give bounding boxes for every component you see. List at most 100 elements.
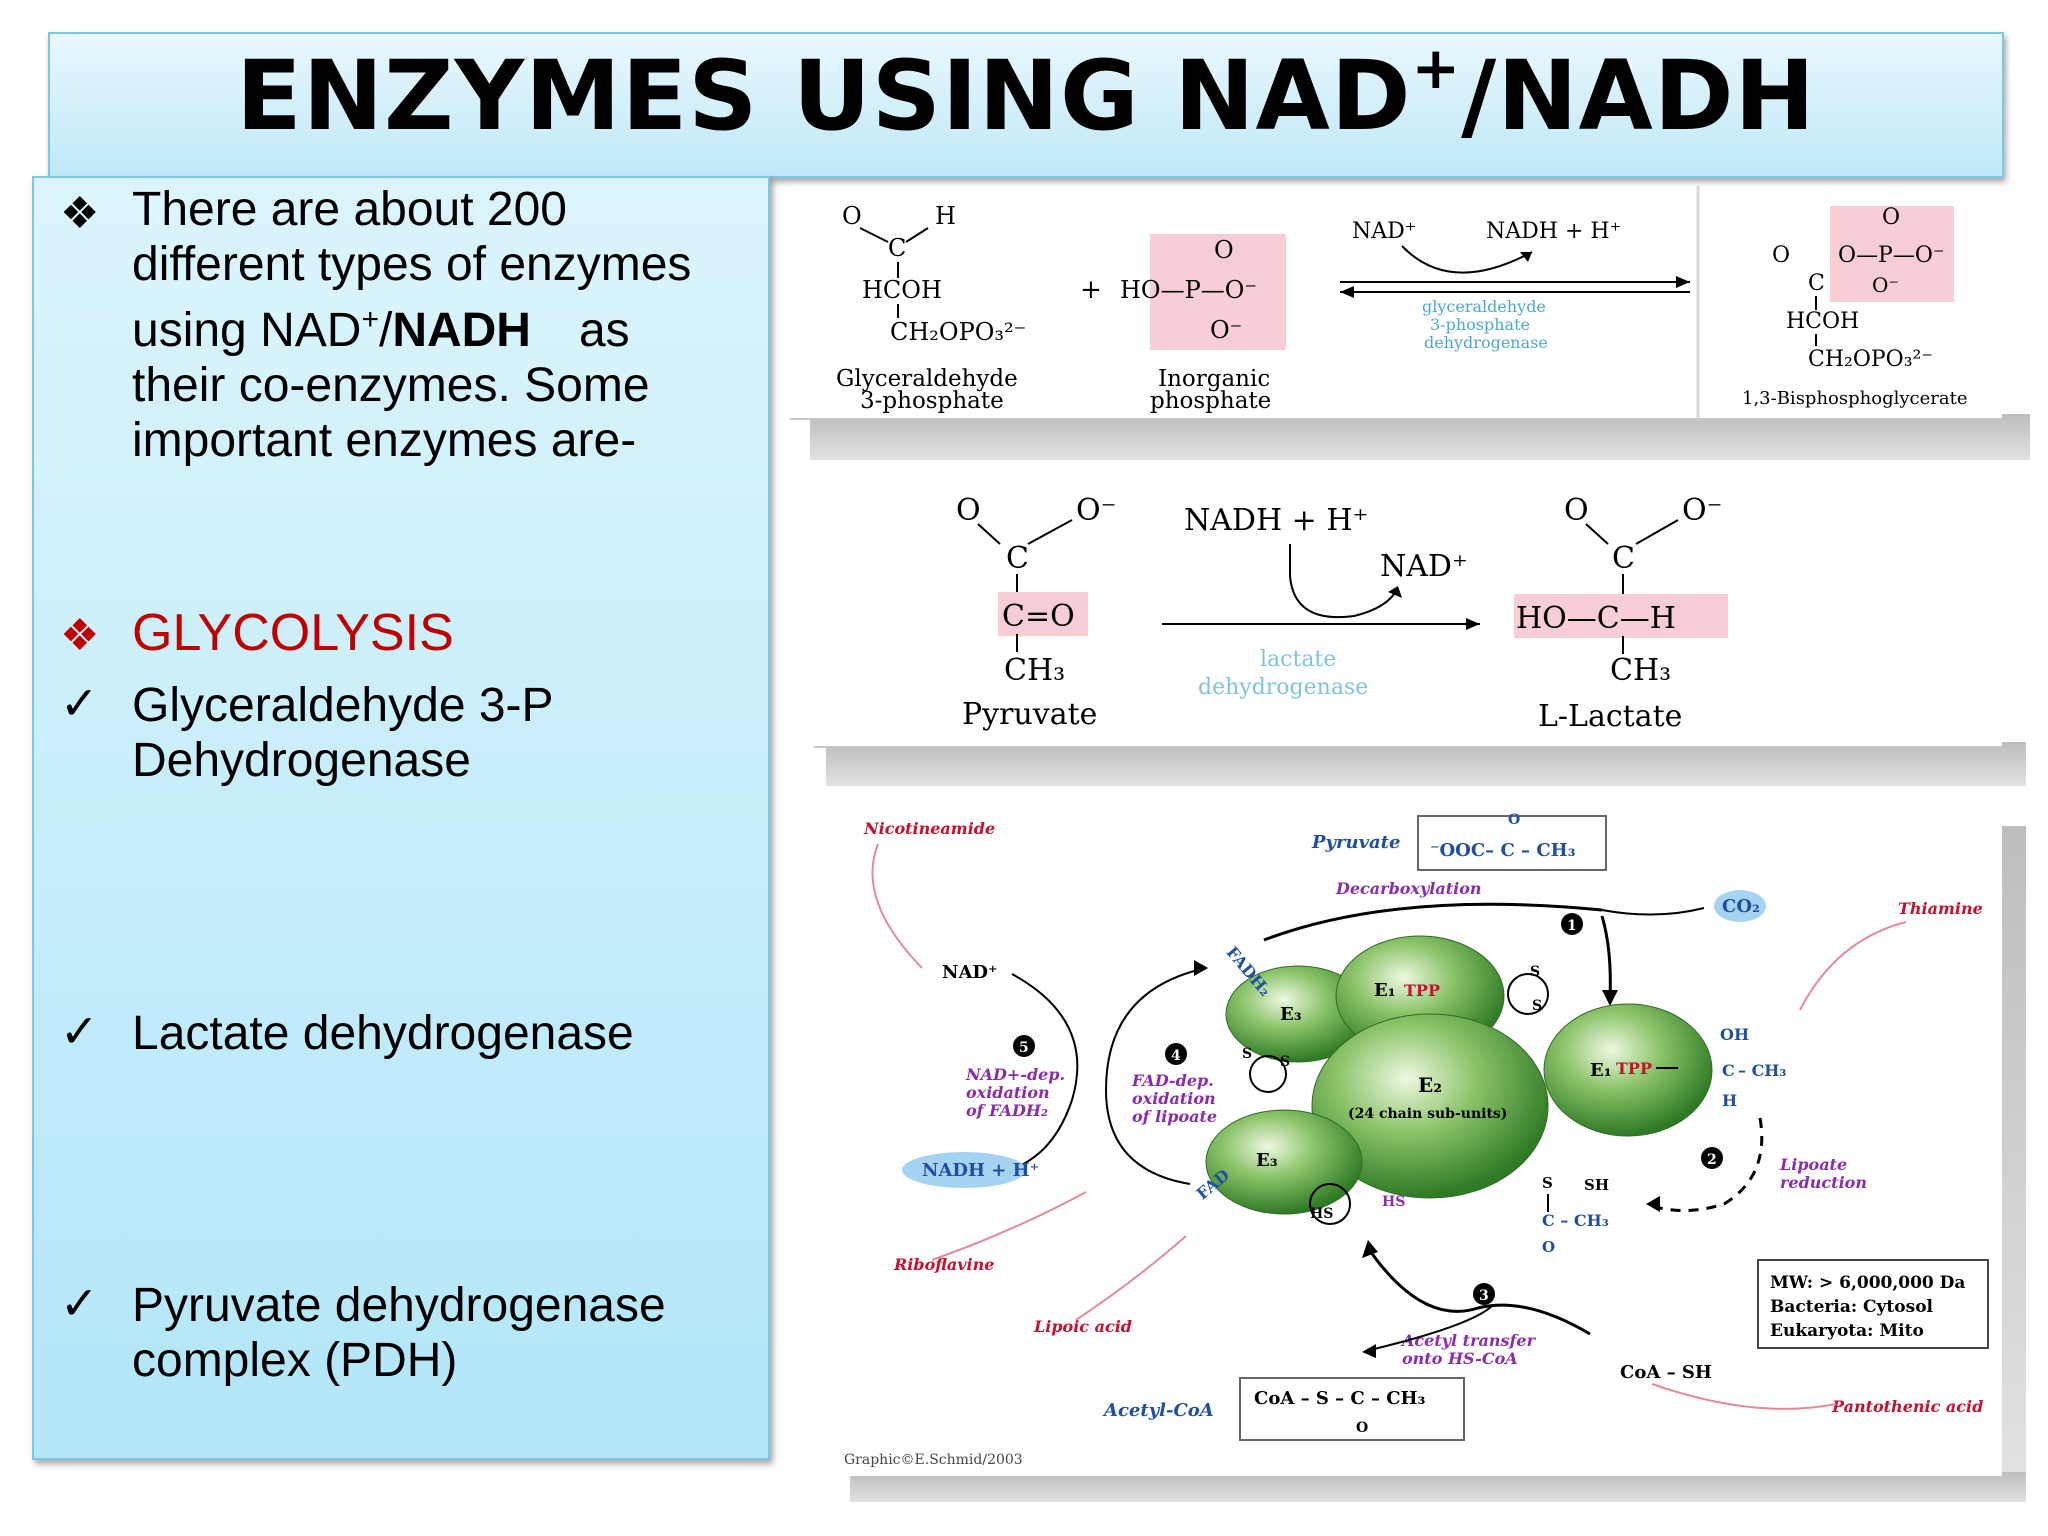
step-3-marker [1473, 1283, 1495, 1305]
step-5-number: 5 [1019, 1040, 1029, 1056]
bpg-phosphate: O—P—O⁻ [1838, 243, 1945, 268]
acetyl-group: C – CH₃ [1542, 1211, 1609, 1230]
bacteria-label: Bacteria: Cytosol [1770, 1297, 1934, 1317]
e2-label: E₂ [1418, 1073, 1442, 1097]
pdh-pyruvate-label: Pyruvate [1311, 832, 1400, 853]
acetyl-coa-label: Acetyl-CoA [1102, 1400, 1214, 1421]
lactate-hoch: HO—C—H [1516, 601, 1676, 636]
e1-right-label: E₁ [1590, 1060, 1612, 1081]
diamond-bullet-icon: ❖ [60, 189, 100, 238]
thiamine-label: Thiamine [1898, 899, 1983, 918]
e3-bottom-label: E₃ [1256, 1150, 1278, 1171]
slide-title: ENZYMES USING NAD+/NADH [50, 34, 2002, 152]
pdh-complex-panel: Nicotineamide Pyruvate Decarboxylation T… [836, 800, 2002, 1476]
acetyl-lipoamide-s: S [1542, 1174, 1553, 1192]
lipoyl-top-s1: S [1530, 964, 1540, 980]
bpg-carbonyl-oxygen: O [1772, 243, 1790, 268]
pyruvate-methyl: CH₃ [1004, 653, 1065, 688]
pyruvate-label: Pyruvate [962, 697, 1097, 732]
acetyl-coa-formula: CoA – S – C – CH₃ [1254, 1388, 1426, 1409]
e2-subunits-label: (24 chain sub-units) [1348, 1106, 1507, 1122]
step-3-number: 3 [1479, 1288, 1489, 1304]
riboflavine-label: Riboflavine [893, 1255, 994, 1274]
glycolysis-heading: GLYCOLYSIS [132, 604, 454, 662]
reaction-gapdh-diagram: O H C HCOH CH₂OPO₃²⁻ Glyceraldehyde 3-ph… [836, 186, 1967, 418]
g3p-carbon: C [888, 234, 906, 262]
g3p-oxygen: O [842, 202, 862, 230]
r1-enzyme-3: dehydrogenase [1424, 333, 1548, 352]
graphic-credit: Graphic©E.Schmid/2003 [844, 1452, 1023, 1468]
g3p-label-1: Glyceraldehyde [836, 366, 1018, 392]
r1-nad: NAD⁺ [1352, 219, 1416, 244]
pi-bottom-oxygen: O⁻ [1210, 316, 1242, 344]
eukaryota-label: Eukaryota: Mito [1770, 1321, 1924, 1341]
pyruvate-oxide: O⁻ [1076, 493, 1116, 528]
pyruvate-carboxyl-carbon: C [1006, 541, 1029, 576]
decarboxylation-label: Decarboxylation [1335, 879, 1482, 898]
lipoyl-hs-1: HS [1382, 1194, 1405, 1210]
title-bar: ENZYMES USING NAD+/NADH [48, 32, 2004, 178]
panel-shadow [850, 1472, 2026, 1502]
pyruvate-formula-oxygen: O [1508, 812, 1520, 828]
r1-enzyme-2: 3-phosphate [1430, 315, 1530, 334]
intro-paragraph: There are about 200 different types of e… [132, 182, 691, 468]
lactate-carboxyl-carbon: C [1612, 541, 1635, 576]
e1-top-label: E₁ [1374, 980, 1396, 1001]
lipoyl-s-left: S [1242, 1046, 1252, 1062]
bpg-carbon: C [1808, 271, 1825, 296]
bpg-hcoh: HCOH [1786, 309, 1859, 334]
intro-line-5: important enzymes are- [132, 414, 637, 467]
step-1-marker [1561, 913, 1583, 935]
phosphate-highlight [1150, 234, 1286, 350]
title-superscript: + [1411, 34, 1462, 102]
e3-top-label: E₃ [1280, 1004, 1302, 1025]
intro-nad-sup: + [361, 303, 379, 336]
step-4-marker [1165, 1043, 1187, 1065]
lactate-oxide: O⁻ [1682, 493, 1722, 528]
acetyl-coa-oxygen: O [1356, 1420, 1368, 1436]
pdh-nad-label: NAD⁺ [942, 962, 998, 983]
g3p-hydrogen: H [935, 202, 956, 230]
coa-sh-label: CoA – SH [1620, 1362, 1712, 1383]
check-icon: ✓ [60, 1277, 99, 1329]
lactate-hydroxyl-highlight [1514, 594, 1728, 638]
bpg-phosphate-highlight [1830, 206, 1954, 302]
acetyl-transfer-line-2: onto HS-CoA [1402, 1349, 1518, 1368]
mw-label: MW: > 6,000,000 Da [1770, 1273, 1965, 1293]
fad-dep-line-1: FAD-dep. [1131, 1071, 1214, 1090]
tpp-right-label: TPP [1616, 1059, 1652, 1078]
panel-shadow [826, 742, 2026, 786]
reaction-ldh-panel: O O⁻ C C=O CH₃ Pyruvate NADH + H⁺ NAD⁺ l… [814, 484, 2002, 748]
intro-line-4: their co-enzymes. Some [132, 359, 650, 412]
nicotineamide-label: Nicotineamide [863, 819, 995, 838]
step-4-number: 4 [1171, 1048, 1181, 1064]
r1-enzyme-1: glyceraldehyde [1422, 297, 1546, 316]
enzyme-gapdh-line-2: Dehydrogenase [132, 734, 471, 787]
lactate-methyl: CH₃ [1610, 653, 1671, 688]
g3p-ch2opo3: CH₂OPO₃²⁻ [890, 318, 1026, 346]
g3p-label-2: 3-phosphate [860, 388, 1004, 414]
bpg-label: 1,3-Bisphosphoglycerate [1742, 388, 1967, 409]
acetyl-lipoamide-sh: SH [1584, 1176, 1609, 1194]
title-tail: /NADH [1461, 40, 1816, 152]
fad-dep-line-3: of lipoate [1132, 1107, 1217, 1126]
r1-nadh: NADH + H⁺ [1486, 219, 1621, 244]
step-2-marker [1701, 1147, 1723, 1169]
enzyme-gapdh-line-1: Glyceraldehyde 3-P [132, 679, 554, 732]
check-icon: ✓ [60, 1005, 99, 1057]
lipoic-acid-label: Lipoic acid [1033, 1317, 1132, 1336]
intro-line-1: There are about 200 [132, 183, 567, 236]
lactate-label: L-Lactate [1538, 699, 1682, 734]
lipoate-line-2: reduction [1780, 1173, 1867, 1192]
enzyme-gapdh: Glyceraldehyde 3-P Dehydrogenase [132, 678, 554, 788]
co2-label: CO₂ [1722, 896, 1760, 917]
hydroxyethyl-ch3: – CH₃ [1738, 1061, 1786, 1080]
lactate-oxygen: O [1564, 493, 1589, 528]
intro-as: as [578, 304, 630, 357]
bpg-bottom-oxygen: O⁻ [1872, 273, 1899, 297]
panel-shadow [810, 414, 2030, 460]
intro-nadh: NADH [392, 304, 531, 357]
lipoyl-top-s2: S [1532, 998, 1542, 1014]
r2-cofactor-arrow [1289, 544, 1399, 619]
